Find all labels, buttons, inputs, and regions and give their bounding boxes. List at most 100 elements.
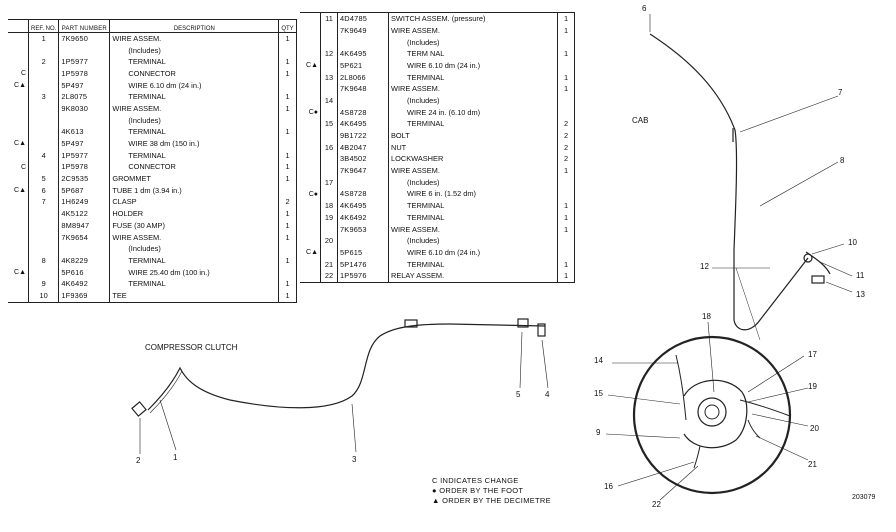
quantity: 1 [557,71,575,84]
ref-no: 1 [27,32,60,45]
part-number: 7K9650 [58,32,111,45]
description: FUSE (30 AMP) [109,219,280,232]
quantity: 1 [278,172,297,185]
quantity: 1 [557,164,575,177]
change-mark: C▲ [306,249,318,257]
ref-no: 14 [320,94,338,107]
quantity [278,79,297,92]
callout-8: 8 [840,156,845,165]
col-qty: QTY [278,19,297,33]
quantity: 1 [278,67,297,80]
callout-6: 6 [642,4,647,13]
part-number: 7K9648 [337,83,389,95]
quantity [557,235,575,247]
quantity [557,188,575,200]
quantity: 1 [278,56,297,68]
ref-no [27,243,60,255]
terminal-ring [803,253,813,263]
callout-12: 12 [700,262,709,271]
ref-no [320,83,338,95]
quantity: 1 [278,161,297,173]
callout-10: 10 [848,238,857,247]
ref-no [27,266,60,279]
part-number: 4K6492 [337,211,389,224]
part-number: 1H6249 [58,196,111,208]
part-number: 4K6495 [337,48,389,60]
part-number: 5P615 [337,246,389,259]
description: WIRE 24 in. (6.10 dm) [388,106,558,119]
legend-foot: ● ORDER BY THE FOOT [432,486,524,495]
description: (Includes) [109,44,280,57]
quantity: 2 [278,196,297,208]
description: SWITCH ASSEM. (pressure) [388,12,558,25]
part-number: 7K9654 [58,231,111,244]
part-number: 4K613 [58,126,111,138]
cab-label: CAB [632,116,649,125]
quantity: 1 [557,12,575,25]
ref-no [320,153,338,165]
part-number: 4S8728 [337,188,389,200]
quantity: 1 [557,270,575,283]
table-row: 20(Includes) [300,235,575,247]
ref-no: 19 [320,211,338,224]
ref-no: 11 [320,12,338,25]
quantity: 1 [557,24,575,37]
quantity: 1 [278,278,297,290]
table-row: 17(Includes) [300,176,575,189]
ref-no: 20 [320,235,338,247]
callout-22: 22 [652,500,661,509]
relay-detail [632,335,792,495]
description: TERMINAL [388,211,558,224]
ref-no [27,231,60,244]
callout-19: 19 [808,382,817,391]
part-number [337,235,389,247]
bolt-shape [811,275,825,284]
quantity: 1 [557,211,575,224]
quantity: 2 [557,129,575,142]
ref-no: 22 [320,270,338,283]
part-number: 4K6495 [337,118,389,130]
ref-no [27,102,60,115]
connector-shape [131,401,147,417]
part-number: 4D4785 [337,12,389,25]
table-row: (Includes) [300,36,575,49]
ref-no: 5 [27,172,60,185]
figure-number: 203079 [852,494,876,501]
cab-harness [649,33,831,341]
quantity [278,137,297,150]
callout-13: 13 [856,290,865,299]
description: (Includes) [109,243,280,255]
description: WIRE 6.10 dm (24 in.) [388,246,558,259]
change-mark: C▲ [14,81,26,89]
description: WIRE 6.10 dm (24 in.) [388,59,558,72]
ref-no: 10 [27,289,60,302]
callout-3: 3 [352,455,357,464]
change-mark: C▲ [306,62,318,70]
ref-no [27,161,60,173]
ref-no [27,79,60,92]
description: WIRE 6.10 dm (24 in.) [109,79,280,92]
compressor-harness [131,318,546,417]
callout-leaders [139,14,853,501]
callout-9: 9 [596,428,601,437]
tee-fitting [404,319,418,328]
part-number: 4K6495 [337,200,389,212]
description: TERMINAL [388,258,558,271]
description: (Includes) [109,114,280,127]
table-row: (Includes) [8,243,297,255]
quantity [557,59,575,72]
